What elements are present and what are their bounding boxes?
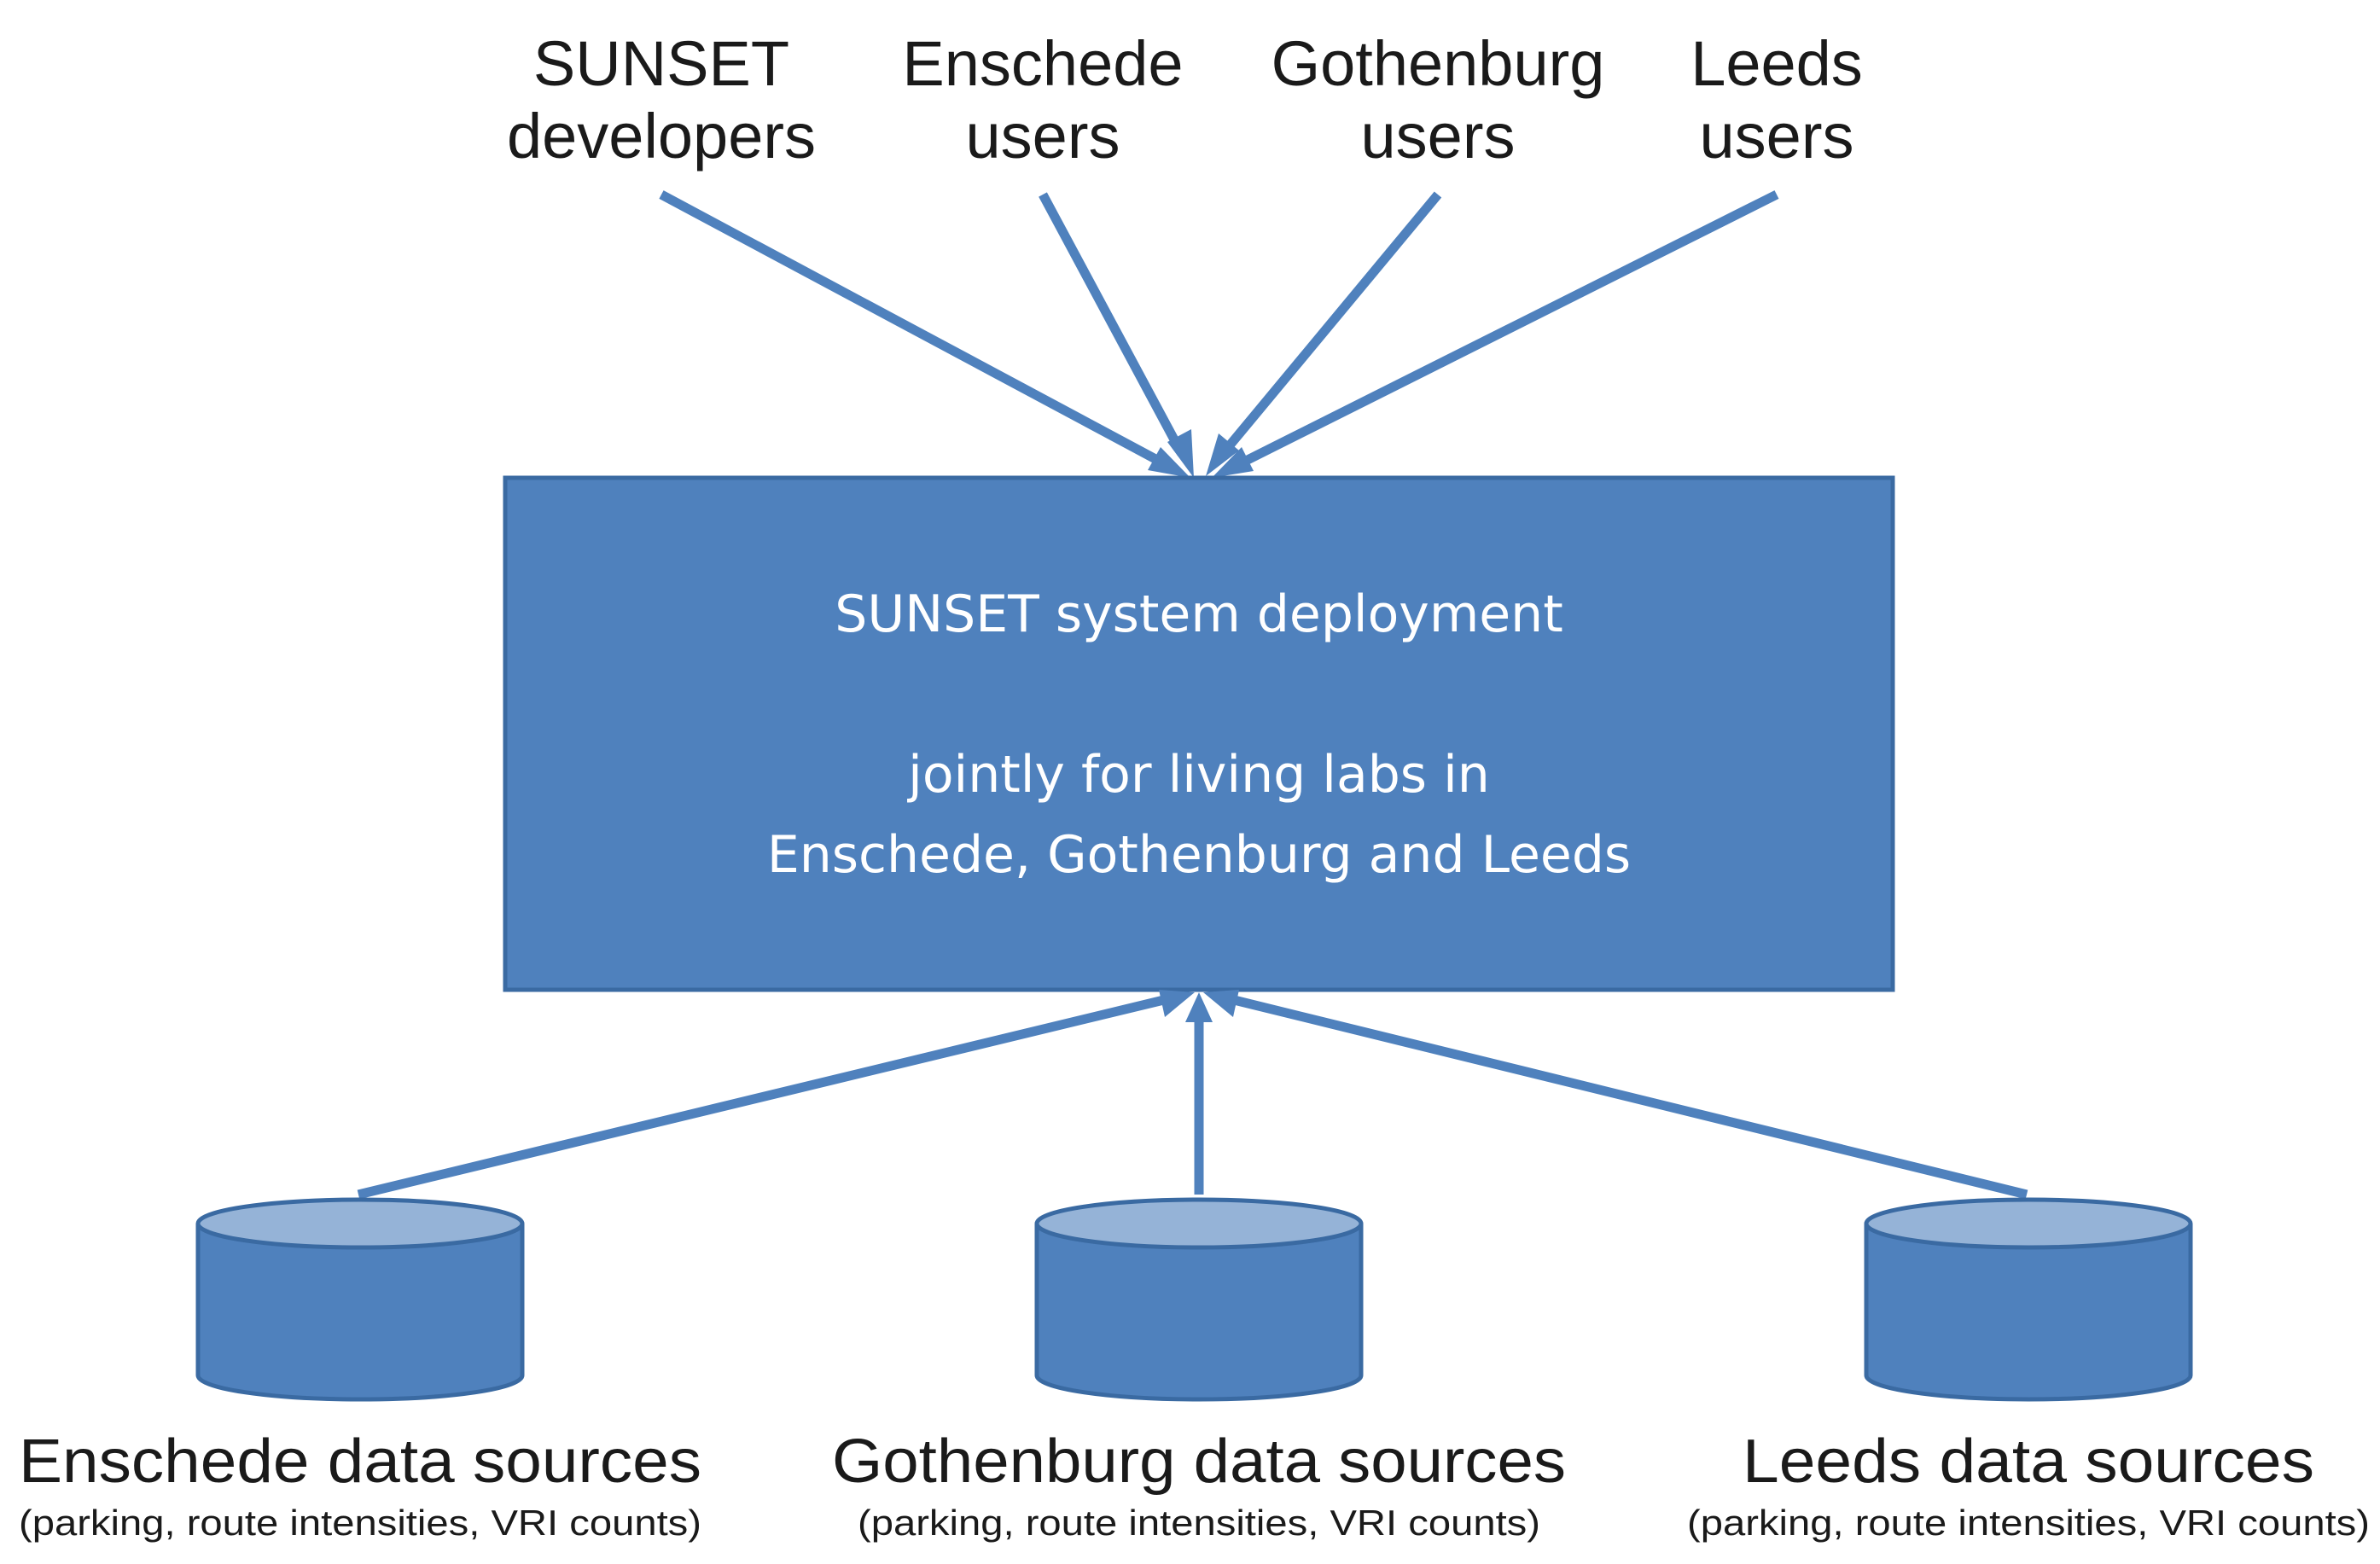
system-title: SUNSET system deployment (835, 584, 1562, 644)
system-line3: Enschede, Gothenburg and Leeds (767, 825, 1631, 885)
user-label-leeds-users: Leeds users (1690, 28, 1863, 172)
user-label-line1: Gothenburg (1271, 28, 1605, 99)
user-label-line2: developers (507, 101, 816, 172)
arrow-leeds-users-to-system (1231, 190, 1779, 471)
database-icon-leeds (1864, 1197, 2193, 1402)
user-label-line1: SUNSET (533, 28, 789, 99)
source-label-enschede: Enschede data sources (parking, route in… (19, 1427, 701, 1543)
arrow-developers-to-system (659, 190, 1171, 470)
cylinder-top (195, 1197, 525, 1250)
user-label-line1: Enschede (902, 28, 1183, 99)
system-line2: jointly for living labs in (906, 745, 1490, 805)
user-arrows (659, 190, 1779, 478)
arrow-head-icon (1148, 447, 1190, 478)
source-title: Gothenburg data sources (832, 1427, 1566, 1496)
system-box: SUNSET system deployment jointly for liv… (503, 475, 1895, 992)
cylinder-top (1864, 1197, 2193, 1250)
user-label-line2: users (1700, 101, 1854, 172)
arrow-gothenburg-users-to-system (1217, 191, 1442, 459)
cylinder-top (1034, 1197, 1364, 1250)
source-title: Leeds data sources (1743, 1427, 2314, 1496)
source-title: Enschede data sources (19, 1427, 701, 1496)
cylinder-body (195, 1224, 525, 1402)
source-label-gothenburg: Gothenburg data sources (parking, route … (832, 1427, 1566, 1543)
user-label-line2: users (1361, 101, 1516, 172)
user-label-line2: users (966, 101, 1120, 172)
cylinder-body (1864, 1224, 2193, 1402)
source-subtitle: (parking, route intensities, VRI counts) (1687, 1503, 2370, 1543)
arrow-head-icon (1167, 429, 1194, 478)
user-label-sunset-developers: SUNSET developers (507, 28, 816, 172)
user-label-gothenburg-users: Gothenburg users (1271, 28, 1605, 172)
cylinder-body (1034, 1224, 1364, 1402)
arrow-enschede-sources-to-system (357, 993, 1173, 1200)
source-arrows (357, 990, 2028, 1200)
arrow-head-icon (1212, 447, 1254, 478)
system-box-rect (503, 475, 1895, 992)
arrow-head-icon (1185, 992, 1213, 1022)
user-label-line1: Leeds (1690, 28, 1863, 99)
database-icon-gothenburg (1034, 1197, 1364, 1402)
arrow-head-icon (1206, 433, 1239, 476)
user-label-enschede-users: Enschede users (902, 28, 1183, 172)
arrow-head-icon (1203, 990, 1239, 1017)
arrow-enschede-users-to-system (1039, 192, 1186, 456)
source-label-leeds: Leeds data sources (parking, route inten… (1687, 1427, 2370, 1543)
arrow-head-icon (1159, 990, 1195, 1017)
source-subtitle: (parking, route intensities, VRI counts) (19, 1503, 701, 1543)
arrow-leeds-sources-to-system (1225, 993, 2028, 1200)
source-subtitle: (parking, route intensities, VRI counts) (858, 1503, 1540, 1543)
database-icon-enschede (195, 1197, 525, 1402)
